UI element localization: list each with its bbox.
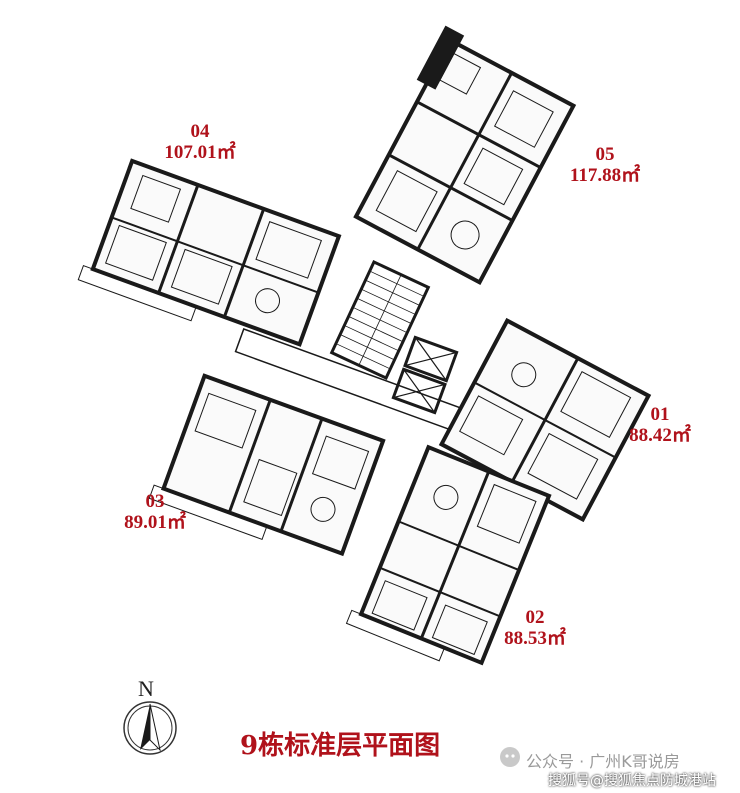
north-label: N <box>138 676 154 701</box>
unit-number: 01 <box>650 404 670 425</box>
unit-03-plan <box>148 373 386 557</box>
unit-number: 04 <box>190 121 210 142</box>
unit-number: 02 <box>525 607 545 628</box>
unit-05-plan <box>353 25 577 286</box>
unit-label-04: 04 107.01㎡ <box>150 121 250 164</box>
watermark-line2: 搜狐号@搜狐焦点防城港站 <box>548 773 716 789</box>
core-stair <box>329 260 431 380</box>
unit-02-plan <box>345 444 552 666</box>
unit-area: 88.42㎡ <box>629 424 691 446</box>
unit-area: 107.01㎡ <box>164 141 236 163</box>
unit-label-02: 02 88.53㎡ <box>485 607 585 650</box>
unit-04-plan <box>77 158 342 347</box>
watermark-line1: 公众号 · 广州K哥说房 <box>526 752 680 771</box>
unit-area: 117.88㎡ <box>569 164 641 186</box>
unit-label-03: 03 89.01㎡ <box>105 491 205 534</box>
wechat-logo-icon <box>500 747 520 767</box>
unit-number: 03 <box>145 491 165 512</box>
unit-label-05: 05 117.88㎡ <box>555 144 655 187</box>
plan-title: 9栋标准层平面图 <box>240 731 441 761</box>
unit-number: 05 <box>595 144 615 165</box>
unit-area: 88.53㎡ <box>504 627 566 649</box>
elevator-core <box>391 335 459 415</box>
compass-icon <box>123 701 177 755</box>
unit-label-01: 01 88.42㎡ <box>610 404 710 447</box>
unit-area: 89.01㎡ <box>124 511 186 533</box>
